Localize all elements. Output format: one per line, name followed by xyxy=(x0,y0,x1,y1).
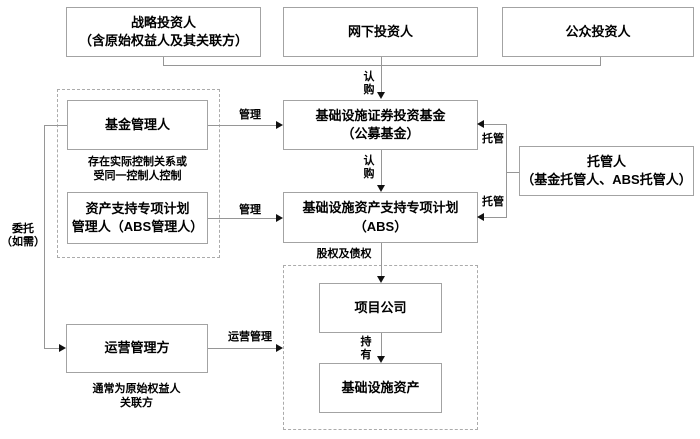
connector-subscribe-top xyxy=(381,57,382,93)
node-public-fund: 基础设施证券投资基金 （公募基金） xyxy=(283,100,478,150)
managers-dashed-group xyxy=(57,89,220,258)
connector-entrust-vertical xyxy=(44,125,45,349)
edge-label-custody-fund: 托管 xyxy=(482,133,504,145)
node-public-investor: 公众投资人 xyxy=(502,7,694,57)
arrowhead-entrust xyxy=(59,344,66,352)
edge-label-manage-fund: 管理 xyxy=(239,109,261,121)
edge-label-subscribe-mid: 认 购 xyxy=(363,155,375,180)
annotation-operator-note: 通常为原始权益人 关联方 xyxy=(92,383,181,409)
edge-label-entrust: 委托 （如需） xyxy=(1,223,45,248)
annotation-control-relation: 存在实际控制关系或 受同一控制人控制 xyxy=(88,156,187,182)
node-abs-plan: 基础设施资产支持专项计划 （ABS） xyxy=(283,192,478,243)
connector-custody-fund xyxy=(484,124,507,125)
node-operation-manager: 运营管理方 xyxy=(66,324,208,373)
connector-custody-vertical xyxy=(506,124,507,218)
connector-custodian-stub xyxy=(506,172,519,173)
arrowhead-custody-abs xyxy=(477,213,484,221)
connector-public-stub xyxy=(600,57,601,66)
arrowhead-manage-abs xyxy=(276,214,283,222)
node-fund-manager: 基金管理人 xyxy=(67,100,208,150)
connector-strategic-stub xyxy=(163,57,164,66)
node-project-company: 项目公司 xyxy=(319,283,442,333)
connector-hold xyxy=(381,333,382,357)
connector-entrust-top xyxy=(44,125,67,126)
arrowhead-subscribe-top xyxy=(377,92,385,99)
arrowhead-operate xyxy=(276,344,283,352)
node-abs-manager: 资产支持专项计划 管理人（ABS管理人） xyxy=(67,192,208,244)
edge-label-equity-debt: 股权及债权 xyxy=(316,248,372,260)
node-infrastructure-asset: 基础设施资产 xyxy=(319,363,442,413)
underlying-assets-dashed-group xyxy=(283,265,478,430)
arrowhead-manage-fund xyxy=(276,121,283,129)
arrowhead-custody-fund xyxy=(477,120,484,128)
arrowhead-subscribe-mid xyxy=(377,185,385,192)
edge-label-manage-abs: 管理 xyxy=(239,204,261,216)
edge-label-operate: 运营管理 xyxy=(228,331,272,343)
node-custodian: 托管人 （基金托管人、ABS托管人） xyxy=(519,146,694,196)
connector-manage-fund xyxy=(208,125,278,126)
connector-equity-debt xyxy=(381,243,382,277)
connector-custody-abs xyxy=(484,217,507,218)
connector-subscribe-mid xyxy=(381,150,382,186)
arrowhead-equity-debt xyxy=(377,276,385,283)
arrowhead-hold xyxy=(377,356,385,363)
connector-entrust-bottom xyxy=(44,348,60,349)
edge-label-custody-abs: 托管 xyxy=(482,196,504,208)
connector-operate xyxy=(208,348,278,349)
connector-manage-abs xyxy=(208,218,278,219)
node-strategic-investor: 战略投资人 （含原始权益人及其关联方） xyxy=(66,7,261,57)
edge-label-hold: 持 有 xyxy=(360,336,372,361)
node-offline-investor: 网下投资人 xyxy=(283,7,478,57)
edge-label-subscribe-top: 认 购 xyxy=(363,71,375,96)
connector-investors-horizontal xyxy=(163,65,601,66)
